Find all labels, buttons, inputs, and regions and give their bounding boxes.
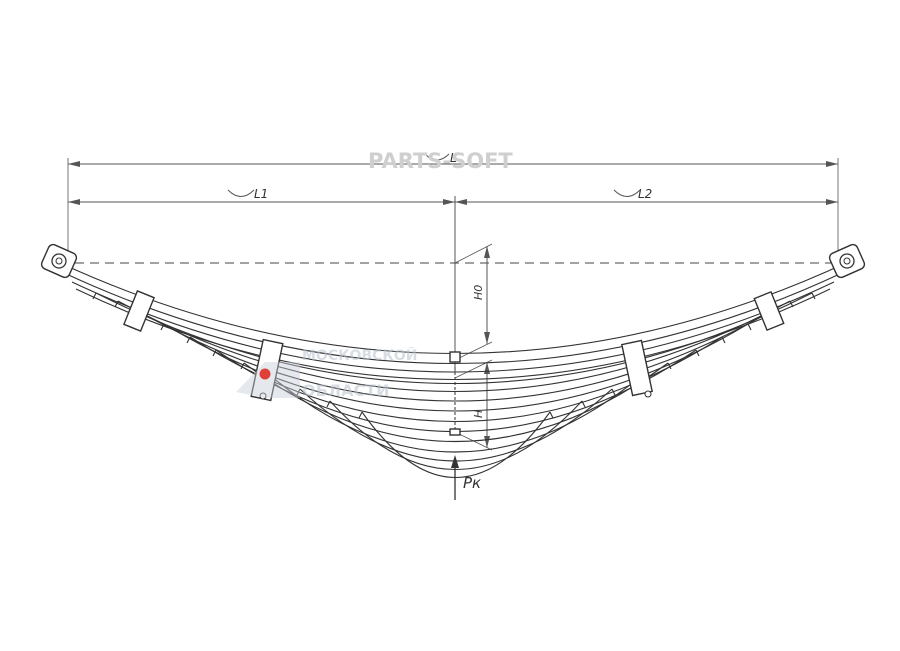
dimension-total-length: L — [67, 151, 839, 262]
right-eye — [828, 243, 866, 279]
label-height: H — [472, 410, 485, 418]
stamp-watermark: МОСКОВСКОЙ ОБЛАСТИ — [236, 347, 417, 400]
clamp-right-outer — [753, 290, 785, 332]
watermark-brand: PARTS-SOFT — [368, 149, 513, 173]
dimension-height: H — [454, 359, 493, 451]
clamp-right-inner — [620, 339, 654, 398]
load-arrow: Pк — [451, 455, 481, 500]
dimension-left-length: L1 — [68, 187, 455, 205]
clamp-left-outer — [123, 290, 155, 332]
stamp-text-line1: МОСКОВСКОЙ — [302, 347, 417, 364]
stamp-text-line2: ОБЛАСТИ — [302, 381, 390, 400]
stamp-dot — [259, 368, 271, 380]
left-eye — [40, 243, 78, 279]
label-left-length: L1 — [254, 187, 268, 201]
label-free-height: H0 — [472, 285, 485, 300]
label-load: Pк — [463, 474, 481, 492]
label-total-length: L — [450, 151, 457, 165]
label-right-length: L2 — [638, 187, 652, 201]
dimension-free-height: H0 — [454, 243, 493, 361]
dimension-right-length: L2 — [455, 187, 838, 205]
center-bolt — [449, 351, 461, 436]
stamp-logo-shape — [236, 362, 300, 398]
spring-leaves — [57, 261, 849, 478]
